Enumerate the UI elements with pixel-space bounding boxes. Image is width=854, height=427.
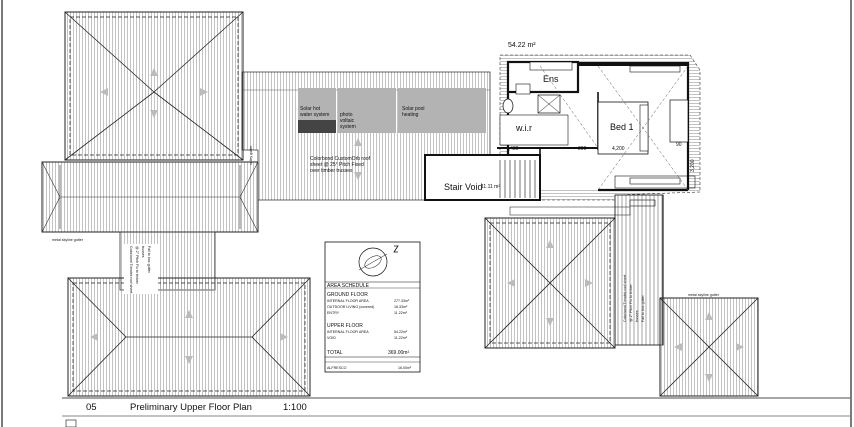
ground-row-1-value: 277.33m² (394, 299, 410, 303)
ground-row-3-value: 11.22m² (394, 311, 408, 315)
roof-sheet-note-2: sheet @ 25° Pitch Fixed (310, 162, 364, 168)
dim-200: 200 (578, 146, 587, 152)
skyline-gutter-right-label: metal skyline gutter (688, 293, 720, 297)
solar-pool-label-2: heating (402, 112, 419, 118)
roof-fall-arrow-2 (354, 172, 362, 180)
right-fall-note-4: Fall to box gutter (641, 294, 645, 322)
dim-90: 90 (676, 142, 682, 148)
skillion-roof-right (614, 194, 664, 346)
hip-roof-bottom-right (659, 297, 759, 397)
upper-area-label: 54.22 m² (508, 42, 536, 49)
fall-note-line-1: Colorbond Trimdek roof sheet (129, 246, 133, 293)
drawing-scale: 1:100 (283, 402, 307, 413)
drawing-number: 05 (86, 402, 97, 413)
fall-note-line-2: @ 2° Pitch Fix to timber (135, 246, 139, 285)
upper-row-1-label: INTERNAL FLOOR AREA (327, 330, 369, 334)
roof-sheet-note: Colorbond CustomOrb roof (310, 156, 371, 162)
north-arrow-icon (393, 245, 399, 253)
total-value: 369.00m² (388, 350, 409, 356)
ground-row-2-value: 16.33m² (394, 305, 408, 309)
skillion-roof-note: Colorbond Trimdek roof sheet @ 2° Pitch … (623, 275, 645, 322)
right-fall-note-3: trusses (635, 310, 639, 322)
right-fall-note-2: @ 2° Pitch Fix to timber (629, 283, 633, 322)
ground-floor-heading: GROUND FLOOR (327, 292, 368, 298)
ground-row-3-label: ENTRY (327, 311, 340, 315)
upper-row-2-value: 11.22m² (394, 336, 408, 340)
fall-note-line-4: Fall to box gutter (147, 246, 151, 274)
dim-4430: 4,430 (506, 146, 519, 152)
ground-row-1-label: INTERNAL FLOOR AREA (327, 299, 369, 303)
solar-pool-label: Solar pool (402, 106, 425, 112)
dim-4200: 4,200 (612, 146, 625, 152)
area-schedule-table (324, 241, 421, 373)
upper-row-2-label: VOID (327, 336, 336, 340)
skyline-gutter-label: metal skyline gutter (52, 238, 84, 242)
hip-roof-centre-right (484, 217, 616, 349)
room-wir: w.i.r (515, 123, 532, 133)
fall-note-line-3: trusses (141, 246, 145, 258)
title-block (62, 397, 850, 427)
hip-roof-top-left (64, 11, 244, 161)
photo-voltaic-label-2: voltaic (340, 118, 355, 124)
stair-void-label: Stair Void (444, 182, 483, 192)
upper-floor-walls (424, 54, 701, 216)
upper-row-1-value: 54.22m² (394, 330, 408, 334)
alfresco-value: 16.00m² (398, 366, 412, 370)
verandah-roof-note: Colorbond Trimdek roof sheet @ 2° Pitch … (124, 244, 158, 294)
right-fall-note-1: Colorbond Trimdek roof sheet (623, 275, 627, 322)
upper-floor-heading: UPPER FLOOR (327, 323, 363, 329)
drawing-title: Preliminary Upper Floor Plan (130, 402, 252, 413)
photo-voltaic-label-3: system (340, 124, 356, 130)
total-label: TOTAL (327, 350, 343, 356)
ground-row-2-label: OUTDOOR LIVING (covered) (327, 305, 374, 309)
solar-hot-water-label: Solar hot (300, 106, 321, 112)
room-ens: Ens (543, 74, 559, 84)
gable-roof-left (41, 161, 259, 233)
solar-panels (298, 88, 486, 133)
solar-hot-water-label-2: water system (300, 112, 329, 118)
dim-3200: 3,200 (690, 159, 696, 172)
valley-gutter-label: valley gutter (249, 145, 253, 165)
roof-sheet-note-3: over timber trusses (310, 168, 353, 174)
roof-fall-arrow (354, 138, 362, 146)
alfresco-label: ALFRESCO (327, 366, 347, 370)
hip-roof-bottom-left (67, 277, 311, 397)
room-bed1: Bed 1 (610, 122, 634, 132)
stair-void-area: 11.11 m² (481, 184, 500, 190)
schedule-title: AREA SCHEDULE (327, 283, 370, 289)
photo-voltaic-label: photo (340, 112, 353, 118)
